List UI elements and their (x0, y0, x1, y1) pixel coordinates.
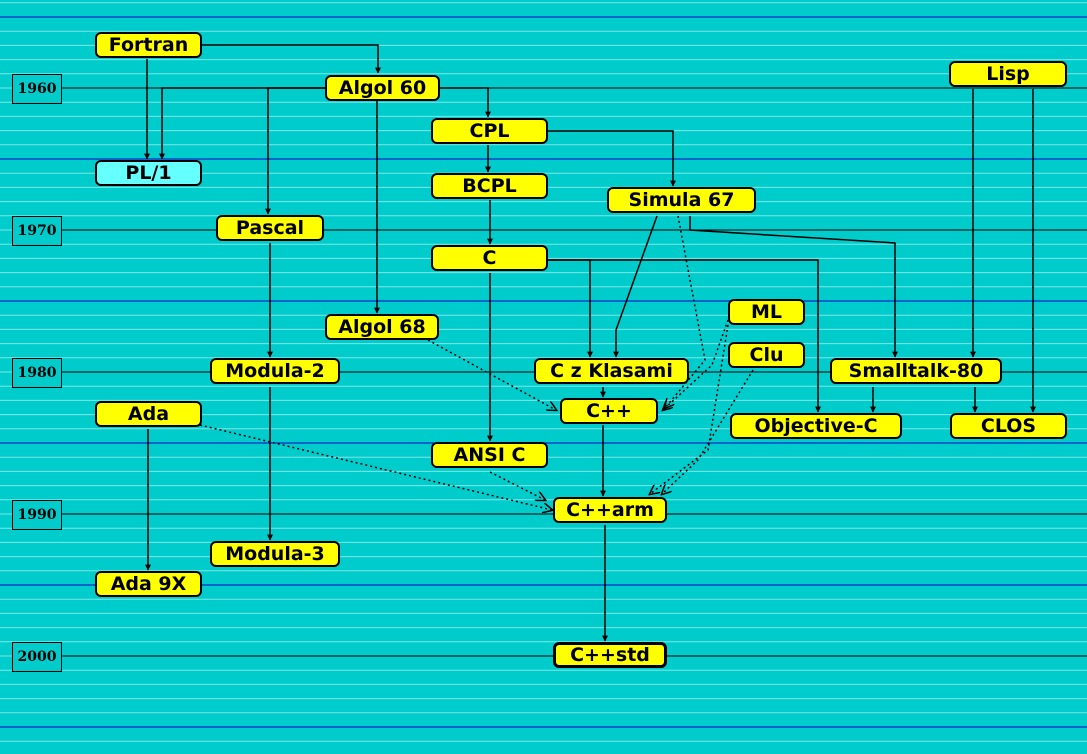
node-c: C (431, 245, 548, 271)
year-1960: 1960 (12, 74, 62, 104)
node-clu: Clu (728, 342, 805, 368)
node-ada: Ada (95, 401, 202, 427)
node-smalltalk80: Smalltalk-80 (830, 358, 1002, 384)
edge-ansic-cpparm (489, 471, 545, 500)
edge-fortran-algol60 (202, 44, 381, 74)
year-1990: 1990 (12, 500, 62, 530)
node-lisp: Lisp (949, 61, 1067, 87)
node-bcpl: BCPL (431, 173, 548, 199)
edge-simula67-cpp (665, 215, 706, 408)
node-pascal: Pascal (216, 215, 324, 241)
dotted-edges (199, 215, 754, 510)
edge-c-czklasami (548, 259, 593, 358)
node-pl1: PL/1 (95, 160, 202, 186)
edge-simula67-smalltalk80 (689, 216, 898, 358)
node-cpparm: C++arm (553, 497, 667, 523)
year-1970: 1970 (12, 216, 62, 246)
edge-algol60-cpl (440, 87, 491, 118)
node-ml: ML (728, 299, 805, 325)
edge-simula67-czklasami (613, 215, 658, 358)
edge-clu-cpparm (662, 369, 754, 494)
node-fortran: Fortran (95, 32, 202, 58)
year-1980: 1980 (12, 358, 62, 388)
node-objc: Objective-C (730, 413, 902, 439)
node-algol68: Algol 68 (325, 314, 439, 340)
node-modula2: Modula-2 (210, 358, 340, 384)
node-cpp: C++ (560, 398, 658, 424)
edge-cpl-simula67 (548, 130, 676, 187)
edge-algol60-pl1 (159, 87, 328, 160)
node-ansic: ANSI C (431, 442, 548, 468)
node-cpl: CPL (431, 118, 548, 144)
solid-edges (144, 44, 1036, 642)
edge-algol68-cpp (427, 339, 556, 410)
edge-ml-cpp (663, 319, 729, 410)
node-modula3: Modula-3 (210, 541, 340, 567)
node-simula67: Simula 67 (607, 187, 756, 213)
edge-ada-cpparm (199, 424, 552, 510)
edge-ml-cpparm (650, 324, 729, 494)
node-clos: CLOS (950, 413, 1067, 439)
node-algol60: Algol 60 (325, 75, 440, 101)
node-ada9x: Ada 9X (95, 571, 202, 597)
node-cppstd: C++std (553, 642, 667, 668)
node-czklasami: C z Klasami (534, 358, 689, 384)
edge-c-objc (548, 259, 821, 413)
edge-algol60-pascal (265, 87, 328, 215)
year-2000: 2000 (12, 642, 62, 672)
